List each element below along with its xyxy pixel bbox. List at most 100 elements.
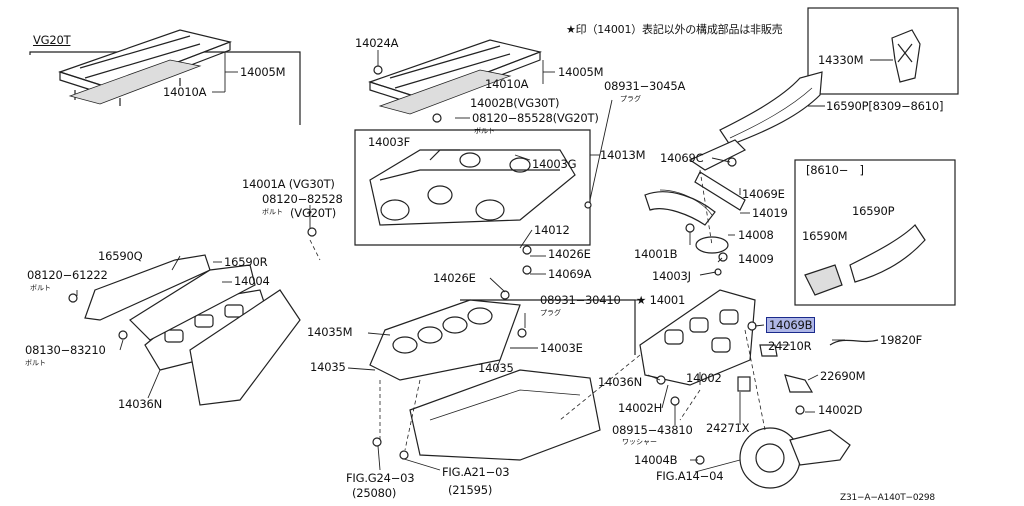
engine-block-left bbox=[189, 289, 301, 406]
part-label[interactable]: 14005M bbox=[558, 65, 604, 79]
inset-label-8610: [8610− ] bbox=[806, 163, 864, 177]
part-label[interactable]: 14004B bbox=[634, 453, 678, 467]
part-label[interactable]: 22690M bbox=[820, 369, 866, 383]
bolt-08120-85528 bbox=[432, 113, 442, 123]
annotation-plug: プラグ bbox=[540, 309, 561, 317]
part-label[interactable]: 14008 bbox=[738, 228, 774, 242]
annotation-bolt: ボルト bbox=[262, 208, 283, 216]
diagram-code: Z31−A−A140T−0298 bbox=[840, 493, 935, 503]
part-label[interactable]: 14005M bbox=[240, 65, 286, 79]
part-label[interactable]: 08931−3045A bbox=[604, 79, 686, 93]
part-label[interactable]: 14012 bbox=[534, 223, 570, 237]
part-label[interactable]: 14019 bbox=[752, 206, 788, 220]
highlighted-part-14069b[interactable]: 14069B bbox=[766, 317, 816, 333]
figure-reference[interactable]: FIG.A21−03 bbox=[442, 465, 510, 479]
nut-14012 bbox=[522, 245, 532, 255]
part-label[interactable]: 14002B(VG30T) bbox=[470, 96, 560, 110]
nut-14026e bbox=[522, 265, 532, 275]
part-label[interactable]: 08931−30410 bbox=[540, 293, 621, 307]
plug-08931-30410 bbox=[517, 328, 527, 338]
part-label[interactable]: 14024A bbox=[355, 36, 399, 50]
part-label[interactable]: 19820F bbox=[880, 333, 922, 347]
part-label[interactable]: 14026E bbox=[433, 271, 476, 285]
part-label[interactable]: 14036N bbox=[118, 397, 162, 411]
figure-reference-number: (21595) bbox=[448, 483, 493, 497]
part-label[interactable]: 14004 bbox=[234, 274, 270, 288]
part-label[interactable]: 24210R bbox=[768, 339, 812, 353]
spacer-24271x bbox=[737, 376, 751, 392]
bolt-14026e-b bbox=[500, 290, 510, 300]
figure-reference-number: (25080) bbox=[352, 486, 397, 500]
part-label[interactable]: 14003J bbox=[652, 269, 691, 283]
part-label[interactable]: 14069E bbox=[742, 187, 785, 201]
annotation-washer: ワッシャー bbox=[622, 438, 657, 446]
bolt-fig-a21 bbox=[399, 450, 409, 460]
part-label[interactable]: 14330M bbox=[818, 53, 864, 67]
inset-frame-8610 bbox=[794, 159, 956, 306]
part-label[interactable]: 16590P bbox=[852, 204, 895, 218]
part-label-highlighted[interactable]: 14069B bbox=[766, 317, 816, 333]
collector-cover-main bbox=[368, 39, 543, 115]
nut-14002h bbox=[656, 375, 666, 385]
part-label[interactable]: 08915−43810 bbox=[612, 423, 693, 437]
part-label[interactable]: 14002 bbox=[686, 371, 722, 385]
nut-14069b bbox=[747, 321, 757, 331]
part-label[interactable]: 08120−82528 bbox=[262, 192, 343, 206]
part-label[interactable]: 14035 bbox=[478, 361, 514, 375]
pipe-14019 bbox=[644, 191, 716, 226]
turbocharger bbox=[739, 427, 851, 489]
heat-shield-16590p-b bbox=[849, 224, 926, 283]
part-label[interactable]: (VG20T) bbox=[290, 206, 337, 220]
heat-shield-16590p bbox=[719, 71, 823, 146]
bolt-fig-g24 bbox=[372, 437, 382, 447]
figure-reference[interactable]: FIG.A14−04 bbox=[656, 469, 724, 483]
part-label[interactable]: 14003F bbox=[368, 135, 410, 149]
bolt-14002d bbox=[795, 405, 805, 415]
part-label[interactable]: 14035 bbox=[310, 360, 346, 374]
bolt-14024a bbox=[373, 65, 383, 75]
part-label[interactable]: 14009 bbox=[738, 252, 774, 266]
part-label[interactable]: 14035M bbox=[307, 325, 353, 339]
part-label-starred[interactable]: ★ 14001 bbox=[636, 293, 686, 307]
part-label[interactable]: 08130−83210 bbox=[25, 343, 106, 357]
collector-cover-vg20t bbox=[58, 29, 233, 106]
part-label[interactable]: 14069C bbox=[660, 151, 704, 165]
annotation-bolt: ボルト bbox=[474, 127, 495, 135]
part-label[interactable]: 16590P[8309−8610] bbox=[826, 99, 944, 113]
engine-lower bbox=[409, 369, 601, 461]
part-label[interactable]: 14069A bbox=[548, 267, 592, 281]
part-label[interactable]: 14003E bbox=[540, 341, 583, 355]
stay-14069 bbox=[688, 139, 747, 171]
part-label[interactable]: 14036N bbox=[598, 375, 642, 389]
part-label[interactable]: 14003G bbox=[532, 157, 577, 171]
annotation-plug: プラグ bbox=[620, 95, 641, 103]
connector-24210r bbox=[759, 344, 778, 357]
annotation-bolt: ボルト bbox=[25, 359, 46, 367]
part-label[interactable]: 16590Q bbox=[98, 249, 143, 263]
part-label[interactable]: 14010A bbox=[163, 85, 207, 99]
part-label[interactable]: 16590R bbox=[224, 255, 268, 269]
part-label[interactable]: 08120−85528(VG20T) bbox=[472, 111, 599, 125]
part-label[interactable]: 16590M bbox=[802, 229, 848, 243]
part-label[interactable]: 14002D bbox=[818, 403, 863, 417]
part-label[interactable]: 08120−61222 bbox=[27, 268, 108, 282]
washer-08915 bbox=[670, 396, 680, 406]
intake-collector bbox=[369, 149, 576, 226]
part-label[interactable]: 14026E bbox=[548, 247, 591, 261]
part-label[interactable]: 14013M bbox=[600, 148, 646, 162]
exhaust-manifold-right bbox=[639, 289, 756, 386]
part-label[interactable]: 24271X bbox=[706, 421, 750, 435]
part-label[interactable]: 14001A (VG30T) bbox=[242, 177, 335, 191]
bracket-14013m bbox=[354, 129, 591, 246]
part-label[interactable]: 14001B bbox=[634, 247, 678, 261]
part-label[interactable]: 14010A bbox=[485, 77, 529, 91]
bracket-14330m bbox=[891, 29, 921, 83]
bolt-08130 bbox=[118, 330, 128, 340]
part-label[interactable]: 14002H bbox=[618, 401, 663, 415]
annotation-bolt: ボルト bbox=[30, 284, 51, 292]
figure-reference[interactable]: FIG.G24−03 bbox=[346, 471, 415, 485]
heat-shield-16590m bbox=[804, 264, 843, 296]
heat-shield-16590r bbox=[129, 264, 256, 341]
